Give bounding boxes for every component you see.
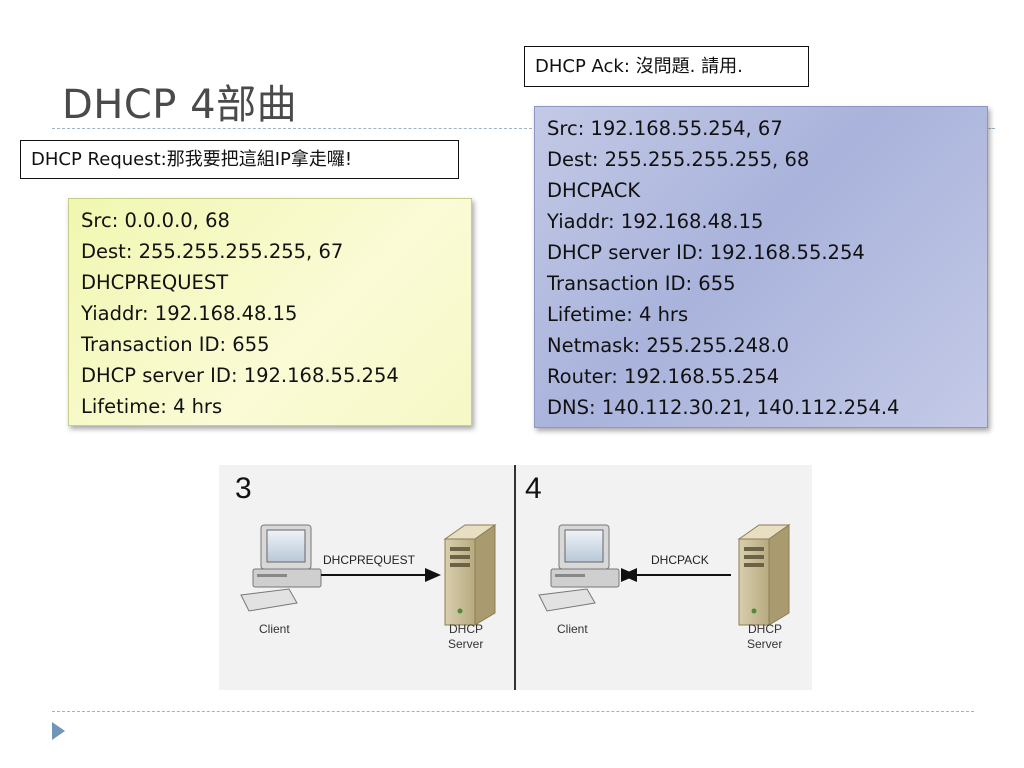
- packet-field: DHCP server ID: 192.168.55.254: [81, 364, 399, 387]
- packet-field: Transaction ID: 655: [81, 333, 270, 356]
- dhcp-request-packet: Src: 0.0.0.0, 68 Dest: 255.255.255.255, …: [68, 198, 472, 426]
- step-3-server-label-1: DHCP: [449, 622, 483, 636]
- slide-title: DHCP 4部曲: [62, 82, 298, 128]
- triangle-bullet-icon: [52, 722, 65, 740]
- packet-field: Yiaddr: 192.168.48.15: [547, 210, 764, 233]
- packet-field: Dest: 255.255.255.255, 67: [81, 240, 344, 263]
- packet-field: Transaction ID: 655: [547, 272, 736, 295]
- packet-field: DHCPREQUEST: [81, 271, 229, 294]
- packet-field: Dest: 255.255.255.255, 68: [547, 148, 810, 171]
- dhcp-exchange-diagram: 3 4 Client DHCPREQUEST: [219, 465, 812, 690]
- dhcp-ack-callout: DHCP Ack: 沒問題. 請用.: [524, 46, 809, 87]
- step-3-client-label: Client: [259, 622, 290, 636]
- dhcpack-arrow-icon: [621, 568, 731, 582]
- dhcprequest-arrow-icon: [321, 568, 441, 582]
- packet-field: Netmask: 255.255.248.0: [547, 334, 790, 357]
- step-4-server-icon: [737, 524, 791, 626]
- packet-field: DHCP server ID: 192.168.55.254: [547, 241, 865, 264]
- step-4-number: 4: [525, 472, 542, 505]
- step-4-message-label: DHCPACK: [651, 553, 709, 567]
- step-3-server-label-2: Server: [448, 637, 483, 651]
- packet-field: Src: 192.168.55.254, 67: [547, 117, 783, 140]
- packet-field: DHCPACK: [547, 179, 641, 202]
- packet-field: DNS: 140.112.30.21, 140.112.254.4: [547, 396, 900, 419]
- step-4-server-label-1: DHCP: [748, 622, 782, 636]
- step-4-server-label-2: Server: [747, 637, 782, 651]
- dhcp-ack-packet: Src: 192.168.55.254, 67 Dest: 255.255.25…: [534, 106, 988, 428]
- step-3-number: 3: [235, 472, 252, 505]
- packet-field: Lifetime: 4 hrs: [81, 395, 223, 418]
- step-4-client-label: Client: [557, 622, 588, 636]
- packet-field: Router: 192.168.55.254: [547, 365, 780, 388]
- step-3-client-icon: [240, 524, 322, 612]
- packet-field: Src: 0.0.0.0, 68: [81, 209, 230, 232]
- title-divider-end: [985, 128, 995, 129]
- footer-divider: [52, 711, 974, 712]
- dhcp-request-callout: DHCP Request:那我要把這組IP拿走囉!: [20, 140, 459, 179]
- packet-field: Yiaddr: 192.168.48.15: [81, 302, 298, 325]
- title-divider: [52, 128, 532, 129]
- step-4-client-icon: [538, 524, 620, 612]
- step-3-message-label: DHCPREQUEST: [323, 553, 416, 567]
- packet-field: Lifetime: 4 hrs: [547, 303, 689, 326]
- step-3-server-icon: [443, 524, 497, 626]
